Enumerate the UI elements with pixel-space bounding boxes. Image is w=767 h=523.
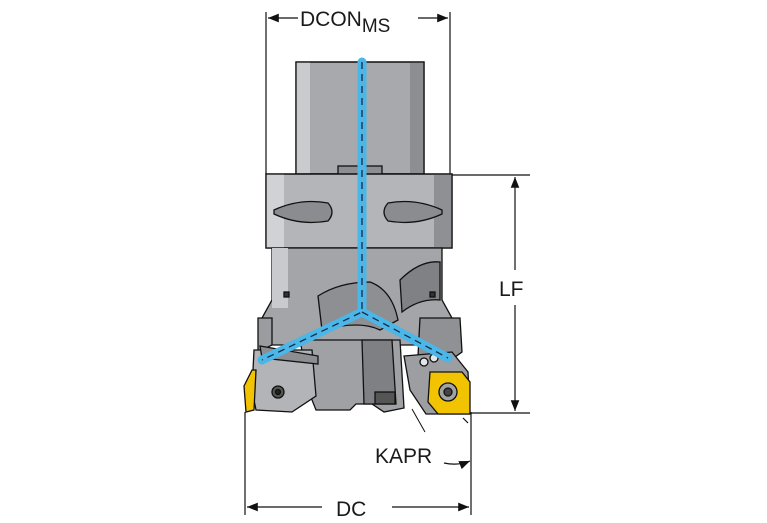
drive-slot-left <box>273 200 333 224</box>
detail-mark-1 <box>283 291 290 298</box>
left-insert-seat <box>243 345 319 413</box>
label-dcon: DCONMS <box>300 8 390 37</box>
kapr-leader <box>411 408 426 433</box>
label-kapr: KAPR <box>375 445 432 468</box>
dimension-lines <box>244 12 530 515</box>
label-lf: LF <box>499 278 524 301</box>
kapr-edge <box>462 417 469 424</box>
lower-core-shadow <box>361 339 397 405</box>
detail-mark-2 <box>429 291 436 298</box>
coolant-channels <box>257 57 453 365</box>
kapr-arrow <box>443 460 471 470</box>
dimension-labels: DCONMS LF KAPR DC <box>300 8 524 521</box>
chip-flute-right <box>399 261 441 314</box>
coolant-nozzle-1 <box>419 357 429 367</box>
shank-shadow <box>410 62 424 174</box>
drive-slot-right <box>383 200 443 224</box>
right-insert-assembly <box>403 351 471 415</box>
shank-highlight <box>296 62 310 174</box>
left-insert <box>243 369 257 413</box>
label-dc: DC <box>336 498 366 521</box>
left-screw-center <box>274 388 282 396</box>
right-screw-center <box>443 387 453 397</box>
flange-shadow <box>434 174 452 248</box>
center-bolt <box>374 391 396 405</box>
coolant-centerline <box>261 62 449 361</box>
head-highlight <box>272 248 288 308</box>
